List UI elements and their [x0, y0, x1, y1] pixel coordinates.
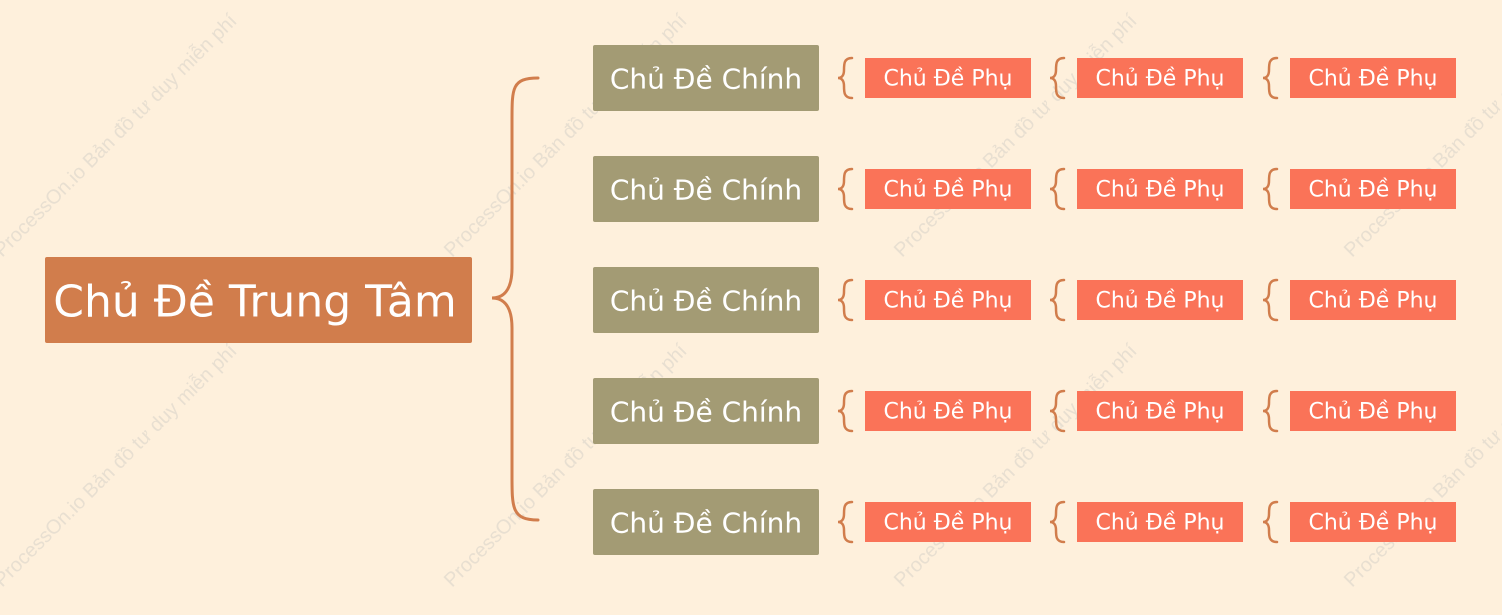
- subtopic-brace-connector: [1049, 389, 1066, 433]
- branch-row: Chủ Đề Chính Chủ Đề Phụ Chủ Đề Phụ Chủ Đề P…: [593, 378, 1456, 444]
- branch-row: Chủ Đề Chính Chủ Đề Phụ Chủ Đề Phụ Chủ Đề P…: [593, 45, 1456, 111]
- subtopic-label: Chủ Đề Phụ: [1309, 67, 1438, 92]
- subtopic[interactable]: Chủ Đề Phụ: [1290, 502, 1456, 542]
- subtopic-box: [1077, 169, 1243, 209]
- subtopic-label: Chủ Đề Phụ: [884, 511, 1013, 536]
- subtopic-label: Chủ Đề Phụ: [884, 178, 1013, 203]
- subtopic[interactable]: Chủ Đề Phụ: [865, 169, 1031, 209]
- subtopic-label: Chủ Đề Phụ: [1096, 67, 1225, 92]
- subtopic-box: [865, 169, 1031, 209]
- main-topic-label: Chủ Đề Chính: [610, 174, 802, 207]
- subtopic-brace-connector: [1262, 167, 1279, 211]
- subtopic[interactable]: Chủ Đề Phụ: [1077, 502, 1243, 542]
- subtopic[interactable]: Chủ Đề Phụ: [1077, 391, 1243, 431]
- subtopic[interactable]: Chủ Đề Phụ: [1290, 169, 1456, 209]
- main-topic-label: Chủ Đề Chính: [610, 63, 802, 96]
- subtopic-box: [865, 502, 1031, 542]
- subtopic-box: [1290, 280, 1456, 320]
- subtopic-brace-connector: [1262, 56, 1279, 100]
- subtopic[interactable]: Chủ Đề Phụ: [1077, 58, 1243, 98]
- main-topic[interactable]: Chủ Đề Chính: [593, 267, 819, 333]
- main-topic[interactable]: Chủ Đề Chính: [593, 45, 819, 111]
- subtopic-brace-connector: [1049, 167, 1066, 211]
- subtopic-box: [865, 391, 1031, 431]
- main-topic[interactable]: Chủ Đề Chính: [593, 156, 819, 222]
- main-topic[interactable]: Chủ Đề Chính: [593, 489, 819, 555]
- subtopic-brace-connector: [1262, 500, 1279, 544]
- subtopic-label: Chủ Đề Phụ: [1309, 511, 1438, 536]
- subtopic-label: Chủ Đề Phụ: [884, 400, 1013, 425]
- subtopic-box: [1290, 58, 1456, 98]
- central-brace-connector: [491, 76, 540, 522]
- subtopic-brace-connector: [837, 278, 854, 322]
- subtopic-label: Chủ Đề Phụ: [1096, 289, 1225, 314]
- subtopic-label: Chủ Đề Phụ: [1309, 400, 1438, 425]
- main-topic-box: [593, 45, 819, 111]
- subtopic-brace-connector: [837, 167, 854, 211]
- main-topic-label: Chủ Đề Chính: [610, 285, 802, 318]
- subtopic-brace-connector: [837, 500, 854, 544]
- subtopic-brace-connector: [1049, 500, 1066, 544]
- subtopic-box: [1077, 280, 1243, 320]
- subtopic[interactable]: Chủ Đề Phụ: [865, 502, 1031, 542]
- subtopic-label: Chủ Đề Phụ: [884, 67, 1013, 92]
- main-topic-box: [593, 267, 819, 333]
- connector-layer: [491, 76, 540, 522]
- main-topic-box: [593, 156, 819, 222]
- subtopic-brace-connector: [837, 389, 854, 433]
- subtopic-box: [1077, 391, 1243, 431]
- subtopic[interactable]: Chủ Đề Phụ: [1077, 280, 1243, 320]
- subtopic[interactable]: Chủ Đề Phụ: [865, 391, 1031, 431]
- branch-row: Chủ Đề Chính Chủ Đề Phụ Chủ Đề Phụ Chủ Đề P…: [593, 267, 1456, 333]
- subtopic-label: Chủ Đề Phụ: [1096, 178, 1225, 203]
- subtopic[interactable]: Chủ Đề Phụ: [1077, 169, 1243, 209]
- subtopic-label: Chủ Đề Phụ: [1309, 178, 1438, 203]
- subtopic-box: [1290, 391, 1456, 431]
- subtopic[interactable]: Chủ Đề Phụ: [865, 58, 1031, 98]
- branch-row: Chủ Đề Chính Chủ Đề Phụ Chủ Đề Phụ Chủ Đề P…: [593, 489, 1456, 555]
- subtopic-label: Chủ Đề Phụ: [1096, 400, 1225, 425]
- subtopic[interactable]: Chủ Đề Phụ: [1290, 391, 1456, 431]
- central-topic[interactable]: Chủ Đề Trung Tâm: [45, 257, 472, 343]
- main-topic[interactable]: Chủ Đề Chính: [593, 378, 819, 444]
- central-topic-label: Chủ Đề Trung Tâm: [53, 277, 456, 328]
- main-topic-label: Chủ Đề Chính: [610, 396, 802, 429]
- subtopic-label: Chủ Đề Phụ: [1096, 511, 1225, 536]
- main-topic-box: [593, 378, 819, 444]
- central-topic-box: [45, 257, 472, 343]
- subtopic[interactable]: Chủ Đề Phụ: [1290, 280, 1456, 320]
- subtopic[interactable]: Chủ Đề Phụ: [865, 280, 1031, 320]
- subtopic-brace-connector: [1049, 56, 1066, 100]
- subtopic-box: [865, 58, 1031, 98]
- subtopic-label: Chủ Đề Phụ: [1309, 289, 1438, 314]
- subtopic-box: [1290, 169, 1456, 209]
- subtopic-box: [1077, 502, 1243, 542]
- subtopic-box: [865, 280, 1031, 320]
- subtopic-box: [1290, 502, 1456, 542]
- main-topic-box: [593, 489, 819, 555]
- subtopic-brace-connector: [1262, 278, 1279, 322]
- branch-row: Chủ Đề Chính Chủ Đề Phụ Chủ Đề Phụ Chủ Đề P…: [593, 156, 1456, 222]
- main-topic-label: Chủ Đề Chính: [610, 507, 802, 540]
- subtopic-box: [1077, 58, 1243, 98]
- subtopic[interactable]: Chủ Đề Phụ: [1290, 58, 1456, 98]
- subtopic-brace-connector: [1262, 389, 1279, 433]
- subtopic-brace-connector: [837, 56, 854, 100]
- subtopic-label: Chủ Đề Phụ: [884, 289, 1013, 314]
- subtopic-brace-connector: [1049, 278, 1066, 322]
